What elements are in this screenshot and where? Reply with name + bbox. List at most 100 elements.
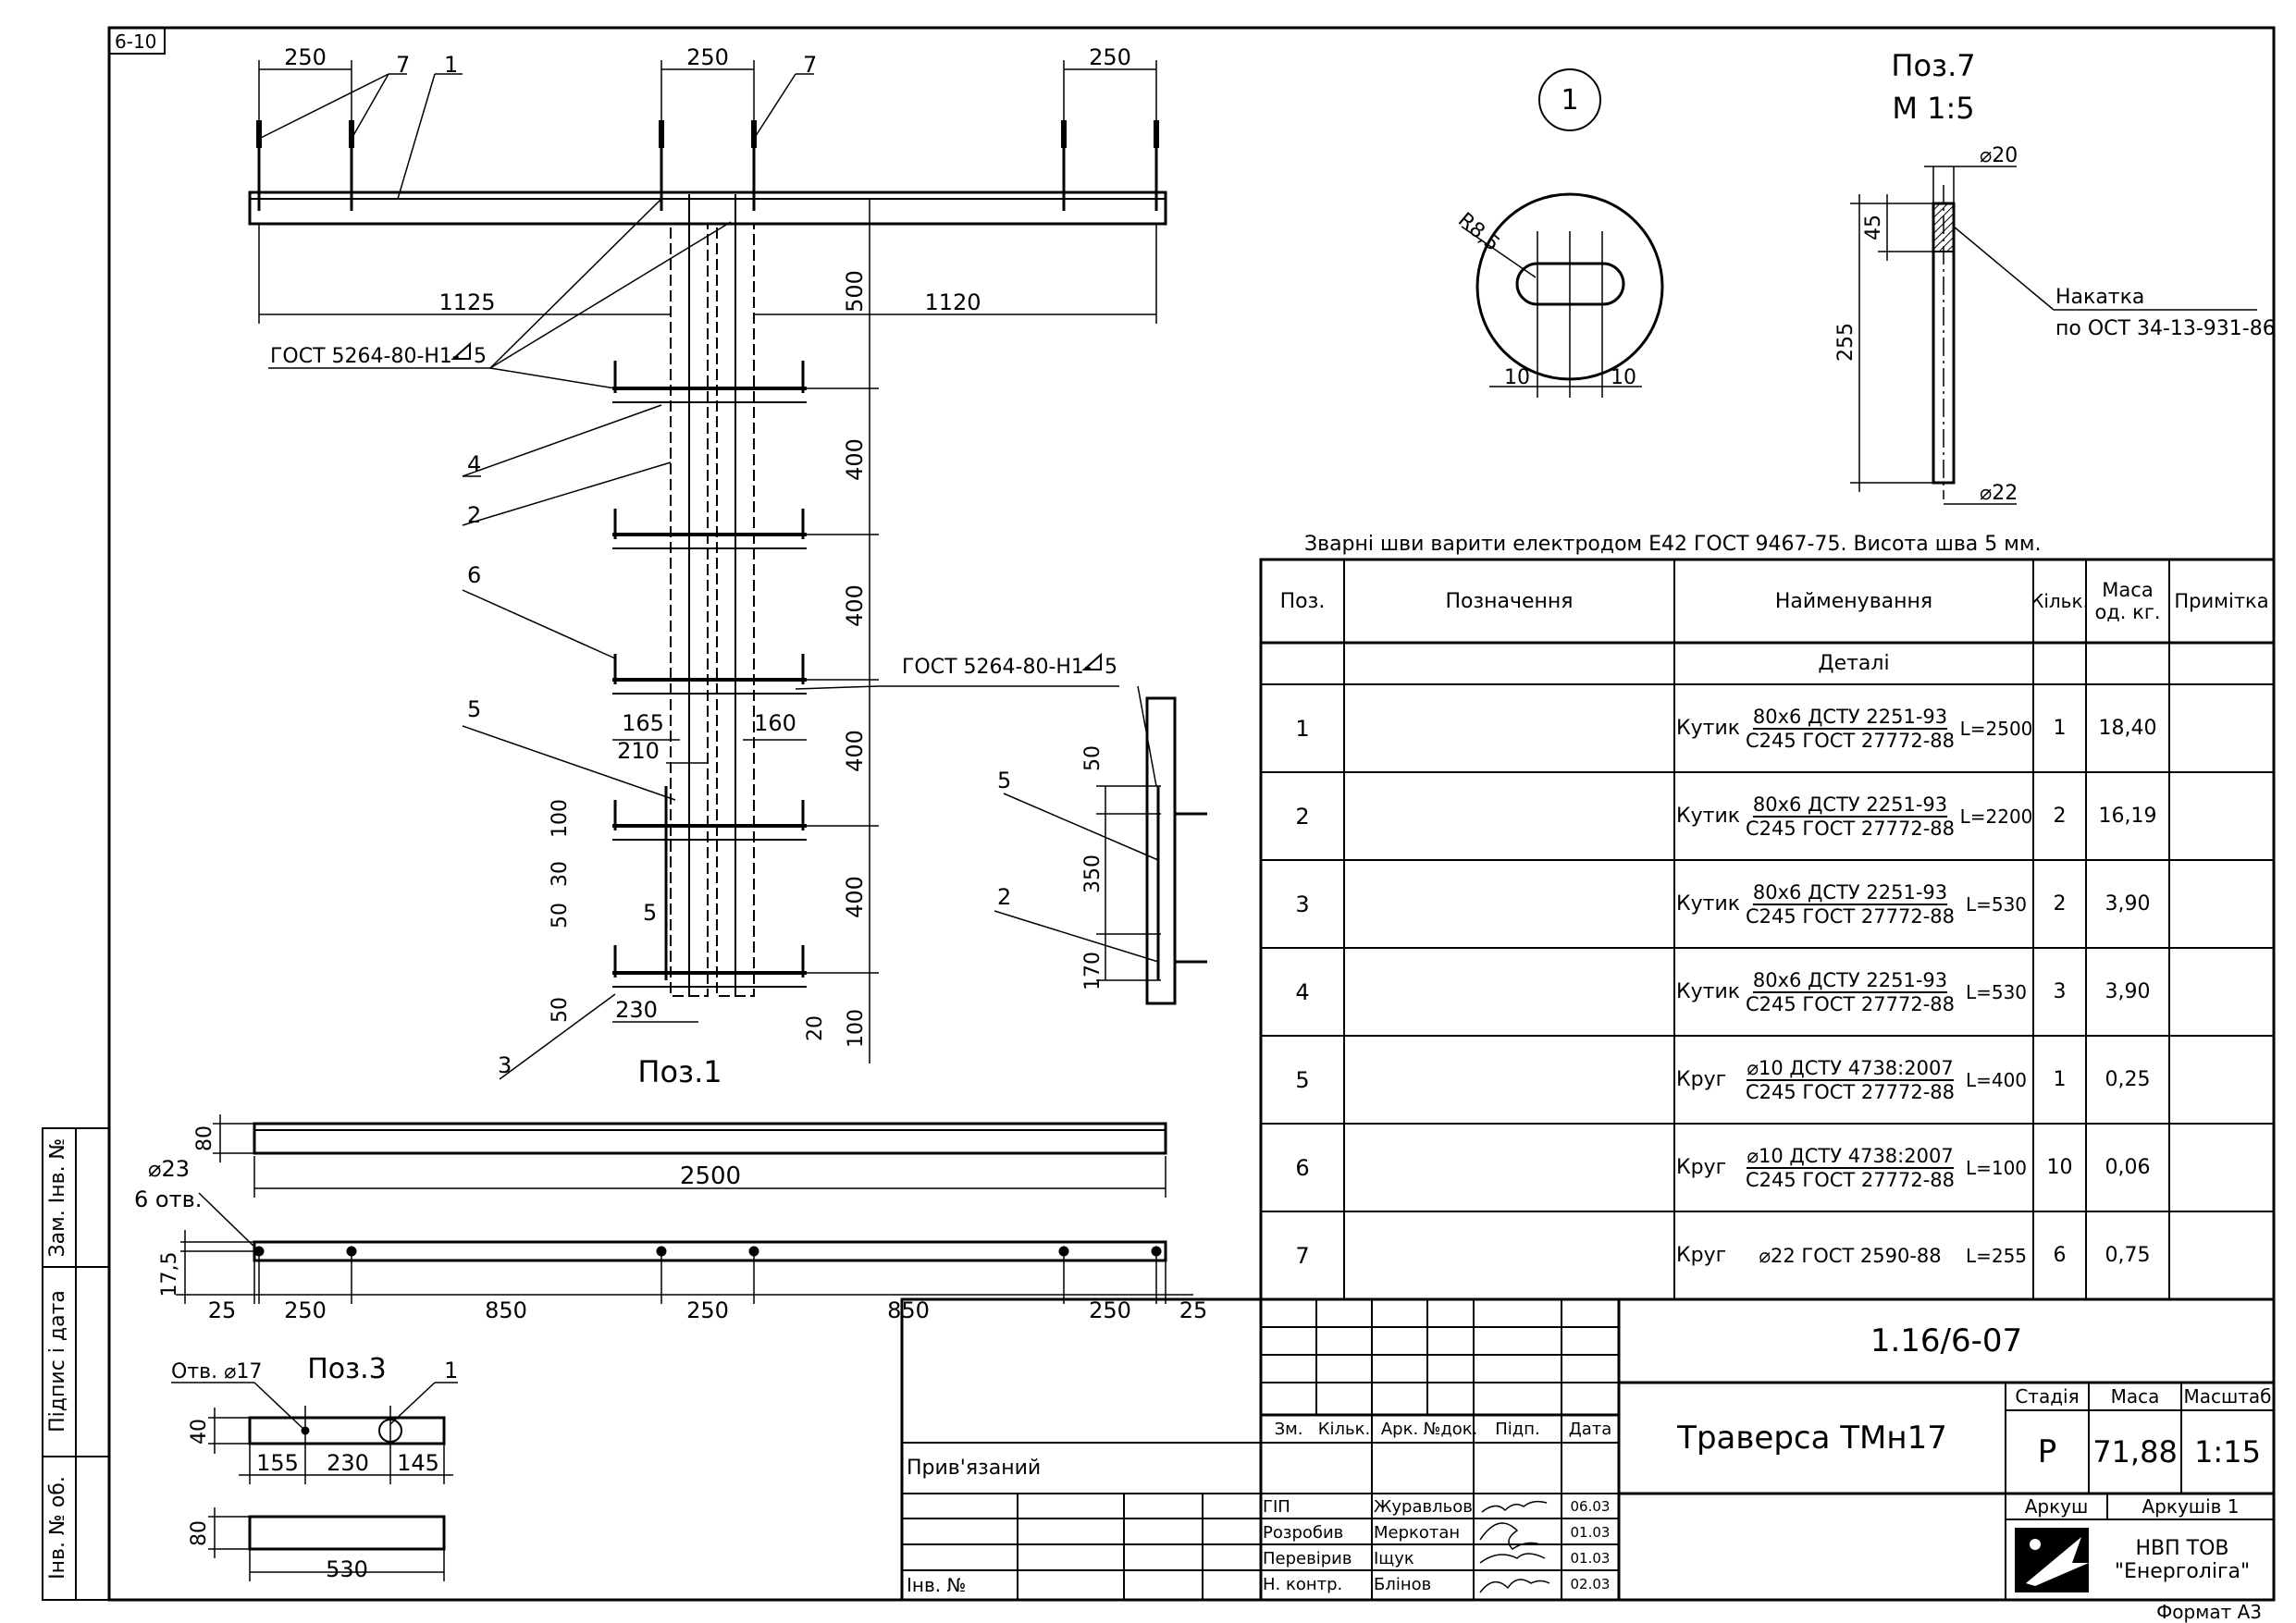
beam-hole-count: 6 отв. [134, 1187, 202, 1212]
leader-3: 3 [498, 1052, 512, 1078]
spec-row-length: L=255 [1965, 1244, 2028, 1267]
spec-row-mass: 0,25 [2105, 1068, 2151, 1091]
spec-row-length: L=2500 [1959, 717, 2033, 740]
pos7-view [1850, 166, 2257, 505]
spec-section-label: Деталі [1818, 652, 1890, 675]
spec-row-pos: 6 [1295, 1154, 1310, 1181]
title-block-col-header: Кільк. [1317, 1419, 1371, 1439]
spec-row-qty: 2 [2053, 892, 2067, 916]
spec-row-kind: Круг [1676, 1068, 1727, 1091]
dim-400a: 400 [842, 438, 868, 481]
leader-5b: 5 [643, 900, 657, 926]
pos3-view [171, 1382, 458, 1581]
detail-dim-right: 10 [1611, 366, 1636, 389]
company-line-2: "Енерголіга" [2114, 1559, 2251, 1583]
spec-row-kind: Круг [1676, 1156, 1727, 1179]
signer-role: Н. контр. [1263, 1574, 1343, 1594]
signer-name: Журавльов [1374, 1496, 1473, 1517]
spec-table-grid [1259, 558, 2276, 1301]
pos3-hole: Отв. ⌀17 [171, 1360, 262, 1383]
pos7-knurl-2: по ОСТ 34-13-931-86 [2055, 317, 2276, 340]
spec-row-kind: Кутик [1676, 805, 1741, 828]
dim-100b: 100 [845, 1009, 868, 1048]
spec-row-mass: 0,06 [2105, 1156, 2151, 1179]
title-block-col-header: №док. [1423, 1419, 1478, 1439]
sign-date-label: Підпис і дата [46, 1290, 69, 1432]
spec-row-pos: 1 [1295, 715, 1310, 742]
spec-row-pos: 2 [1295, 803, 1310, 830]
company-line-1: НВП ТОВ [2135, 1536, 2229, 1560]
pos7-dim-255: 255 [1834, 323, 1858, 362]
spec-row-kind: Кутик [1676, 980, 1741, 1003]
pos1-view [248, 60, 1167, 1080]
beam-view [176, 1114, 1193, 1304]
spec-row-profile: ⌀10 ДСТУ 4738:2007 [1747, 1144, 1954, 1169]
pos7-d20: ⌀20 [1980, 144, 2018, 167]
dim-500: 500 [842, 270, 868, 313]
leader-2: 2 [467, 502, 481, 528]
pos3-dim-80: 80 [188, 1520, 211, 1546]
leader-5a: 5 [467, 696, 481, 722]
spec-row-mass: 18,40 [2098, 717, 2157, 740]
dim-165: 165 [622, 710, 664, 736]
spec-row-length: L=530 [1965, 892, 2028, 916]
inv-replace-label: Зам. Інв. № [46, 1138, 69, 1258]
pos1-title: Поз.1 [637, 1054, 722, 1089]
pos3-dim-230: 230 [327, 1450, 369, 1476]
spec-row-profile: 80х6 ДСТУ 2251-93 [1752, 968, 1948, 993]
spec-row-profile: 80х6 ДСТУ 2251-93 [1752, 880, 1948, 905]
spec-row-steel: С245 ГОСТ 27772-88 [1745, 729, 1956, 752]
side-dim-50: 50 [1081, 745, 1105, 771]
weld-note-1: ГОСТ 5264-80-Н1- [270, 345, 460, 368]
pos3-dim-155: 155 [256, 1450, 299, 1476]
sheet-header: Аркуш [2024, 1495, 2089, 1518]
beam-hole-d: ⌀23 [148, 1156, 190, 1182]
pos3-title: Поз.3 [307, 1353, 387, 1385]
dim-230: 230 [615, 997, 658, 1023]
signer-name: Іщук [1374, 1548, 1414, 1568]
linked-label: Прив'язаний [907, 1457, 1042, 1480]
spec-row-qty: 10 [2046, 1156, 2073, 1179]
spec-row-mass: 3,90 [2105, 980, 2151, 1003]
beam-dim-17-5: 17,5 [158, 1252, 181, 1297]
spec-row-steel: С245 ГОСТ 27772-88 [1745, 1168, 1956, 1191]
spec-row-kind: Круг [1676, 1244, 1727, 1267]
detail-radius: R8,5 [1453, 208, 1504, 255]
spec-row-profile: 80х6 ДСТУ 2251-93 [1752, 793, 1948, 818]
spec-row-pos: 3 [1295, 891, 1310, 917]
spec-row-profile: ⌀10 ДСТУ 4738:2007 [1747, 1056, 1954, 1081]
pos3-label-1: 1 [444, 1358, 458, 1383]
title-block-col-header: Зм. [1274, 1419, 1303, 1439]
side-view [994, 685, 1207, 1005]
spec-header-note: Примітка [2174, 590, 2269, 612]
spec-row-length: L=400 [1965, 1068, 2028, 1091]
format-label: Формат А3 [2156, 1601, 2262, 1623]
dim-1120: 1120 [924, 289, 981, 315]
signature-marks [1479, 1500, 1550, 1593]
chain-250c: 250 [1089, 1297, 1131, 1323]
chain-250a: 250 [284, 1297, 327, 1323]
inv-no-label: Інв. № [907, 1574, 967, 1596]
signer-date: 01.03 [1570, 1524, 1611, 1541]
spec-header-mass-1: Маса [2102, 579, 2154, 601]
dim-30: 30 [549, 861, 572, 887]
dim-20: 20 [804, 1015, 827, 1041]
pos7-dim-45: 45 [1862, 215, 1885, 240]
spec-row-steel: С245 ГОСТ 27772-88 [1745, 904, 1956, 928]
side-label-5: 5 [997, 768, 1011, 793]
spec-header-mass: Маса од. кг. [2086, 559, 2169, 643]
signer-role: ГІП [1263, 1496, 1290, 1517]
pos7-d22: ⌀22 [1980, 482, 2018, 505]
signer-role: Перевірив [1263, 1548, 1352, 1568]
signer-date: 06.03 [1570, 1498, 1611, 1515]
dim-400c: 400 [842, 730, 868, 772]
title-block-col-header: Дата [1568, 1419, 1612, 1439]
pos7-title: Поз.7 [1891, 48, 1975, 83]
pos3-dim-40: 40 [188, 1419, 211, 1445]
leader-1: 1 [444, 52, 458, 78]
pos3-dim-145: 145 [397, 1450, 439, 1476]
